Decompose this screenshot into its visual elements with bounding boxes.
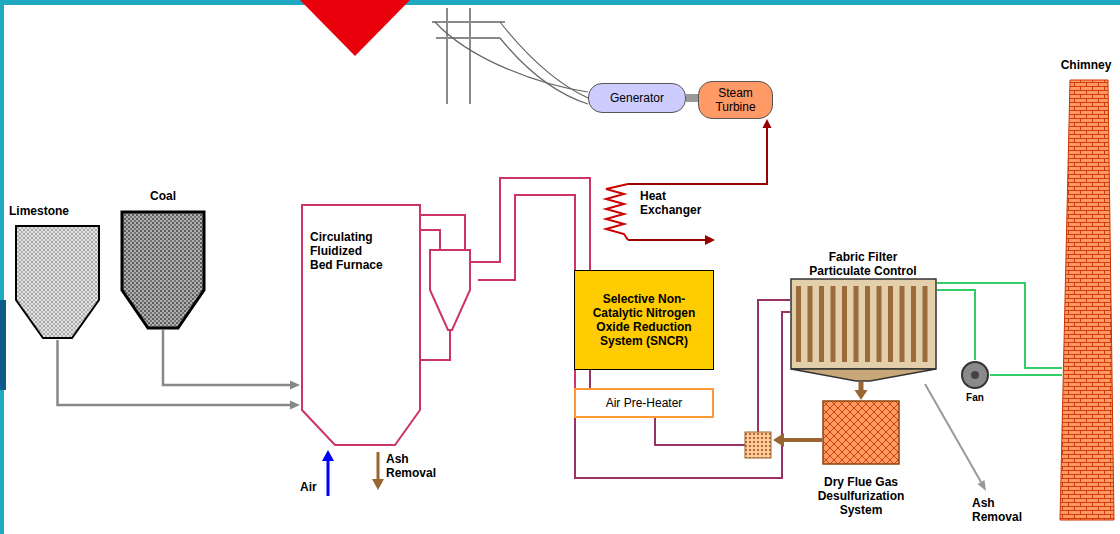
box-label: Steam Turbine	[706, 86, 766, 114]
part-label: Limestone	[9, 204, 89, 218]
gas-duct	[937, 290, 975, 360]
ash-label: Ash Removal	[972, 496, 1030, 524]
furnace-outline-shape	[300, 170, 478, 448]
recycle-arrow	[783, 438, 822, 442]
heat-exchanger-coil: Heat Exchanger	[600, 165, 628, 245]
fan-symbol: Fan	[960, 360, 990, 390]
part-label: Heat Exchanger	[640, 189, 720, 217]
part-label: Dry Flue Gas Desulfurization System	[801, 475, 921, 517]
gas-duct	[990, 375, 1062, 376]
red-marker	[300, 0, 410, 56]
limestone-hopper-shape	[15, 225, 100, 340]
duct-wall	[478, 195, 575, 388]
limestone-hopper: Limestone	[15, 225, 100, 340]
part-label: Circulating Fluidized Bed Furnace	[310, 230, 386, 272]
steam-line-path	[628, 126, 767, 184]
power-tower	[432, 8, 505, 104]
arrow-head	[290, 401, 300, 410]
gas-duct	[937, 283, 1062, 368]
steam-line	[628, 119, 772, 184]
coal-hopper: Coal	[120, 210, 206, 330]
heat-exchanger-coil-shape	[600, 165, 628, 245]
arrow-head	[773, 433, 784, 447]
part-label: Chimney	[1056, 58, 1116, 72]
slide-band	[0, 300, 6, 390]
flue-duct-path	[478, 178, 590, 270]
part-label: Coal	[120, 189, 206, 203]
preheater-box: Air Pre-Heater	[574, 388, 714, 418]
return-line	[628, 239, 706, 241]
turbine-shaft	[686, 98, 698, 99]
arrow-head	[372, 479, 384, 490]
arrow-head	[322, 450, 334, 461]
arrow-head	[705, 235, 715, 245]
chimney-stack-shape	[1056, 78, 1116, 522]
fgd-box-shape	[822, 400, 900, 465]
slide-band	[0, 0, 1120, 5]
feed-line	[58, 340, 301, 410]
air-arrow	[327, 460, 330, 496]
slide-band	[0, 0, 4, 534]
flue-duct	[590, 370, 591, 388]
injector-box	[745, 432, 771, 458]
part-label: Fabric Filter Particulate Control	[798, 250, 928, 278]
fabric-filter: Fabric Filter Particulate Control	[790, 278, 937, 382]
furnace-outline: Circulating Fluidized Bed Furnace	[300, 170, 478, 448]
box-label: Selective Non-Catalytic Nitrogen Oxide R…	[588, 292, 700, 348]
arrow-head	[763, 119, 772, 128]
power-lines	[435, 22, 588, 104]
turbine-box: Steam Turbine	[698, 81, 773, 119]
part-label: Fan	[955, 392, 995, 404]
sncr-box: Selective Non-Catalytic Nitrogen Oxide R…	[574, 270, 714, 370]
box-label: Air Pre-Heater	[606, 396, 683, 410]
arrow-head	[855, 390, 868, 400]
chimney-stack: Chimney	[1056, 78, 1116, 522]
box-label: Generator	[610, 91, 664, 105]
flue-duct-path	[589, 370, 591, 388]
ash-label: Ash Removal	[386, 452, 444, 480]
gas-duct-path	[990, 374, 1062, 376]
ash-chute	[855, 382, 868, 400]
coal-hopper-shape	[120, 210, 206, 330]
generator-box: Generator	[588, 83, 686, 113]
fan-symbol-shape	[960, 360, 990, 390]
feed-line-path	[163, 330, 292, 385]
fabric-filter-shape	[790, 278, 937, 382]
fgd-box: Dry Flue Gas Desulfurization System	[822, 400, 900, 465]
flue-duct	[478, 178, 590, 270]
ash-arrow	[377, 452, 380, 480]
gas-duct-path	[937, 290, 975, 360]
arrow-head	[290, 381, 300, 390]
turbine-shaft-path	[686, 94, 698, 102]
arrow-head	[978, 480, 987, 491]
air-label: Air	[300, 480, 324, 494]
feed-line-path	[58, 340, 293, 405]
feed-line	[163, 330, 300, 390]
